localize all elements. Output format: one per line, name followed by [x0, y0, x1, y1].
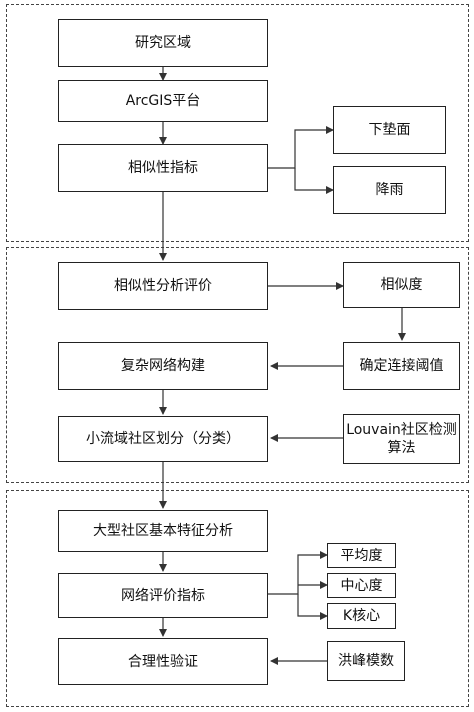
- node-study-area: 研究区域: [58, 19, 268, 67]
- node-similarity-index: 相似性指标: [58, 144, 268, 192]
- stage-2-frame: [6, 247, 469, 483]
- node-similarity-analysis: 相似性分析评价: [58, 262, 268, 310]
- node-similarity-degree: 相似度: [343, 262, 460, 308]
- node-underlying-surface: 下垫面: [333, 106, 446, 154]
- stage-1-frame: [6, 4, 469, 242]
- branch-lower: [294, 168, 334, 194]
- node-community-division: 小流域社区划分（分类）: [58, 416, 268, 462]
- node-complex-network: 复杂网络构建: [58, 342, 268, 390]
- node-threshold: 确定连接阈值: [343, 342, 460, 390]
- node-large-community: 大型社区基本特征分析: [58, 510, 268, 552]
- node-avg-degree: 平均度: [327, 543, 396, 568]
- node-louvain: Louvain社区检测算法: [343, 414, 460, 464]
- node-rationality: 合理性验证: [58, 638, 268, 685]
- node-arcgis: ArcGIS平台: [58, 80, 268, 122]
- branch-avg-degree: [268, 551, 328, 595]
- node-network-index: 网络评价指标: [58, 573, 268, 618]
- stage-3-frame: [6, 490, 469, 707]
- branch-upper: [268, 126, 334, 169]
- node-rainfall: 降雨: [333, 166, 446, 214]
- branch-kcore: [297, 594, 328, 620]
- node-centrality: 中心度: [327, 573, 396, 598]
- node-k-core: K核心: [327, 603, 396, 629]
- node-flood-model: 洪峰模数: [327, 641, 405, 681]
